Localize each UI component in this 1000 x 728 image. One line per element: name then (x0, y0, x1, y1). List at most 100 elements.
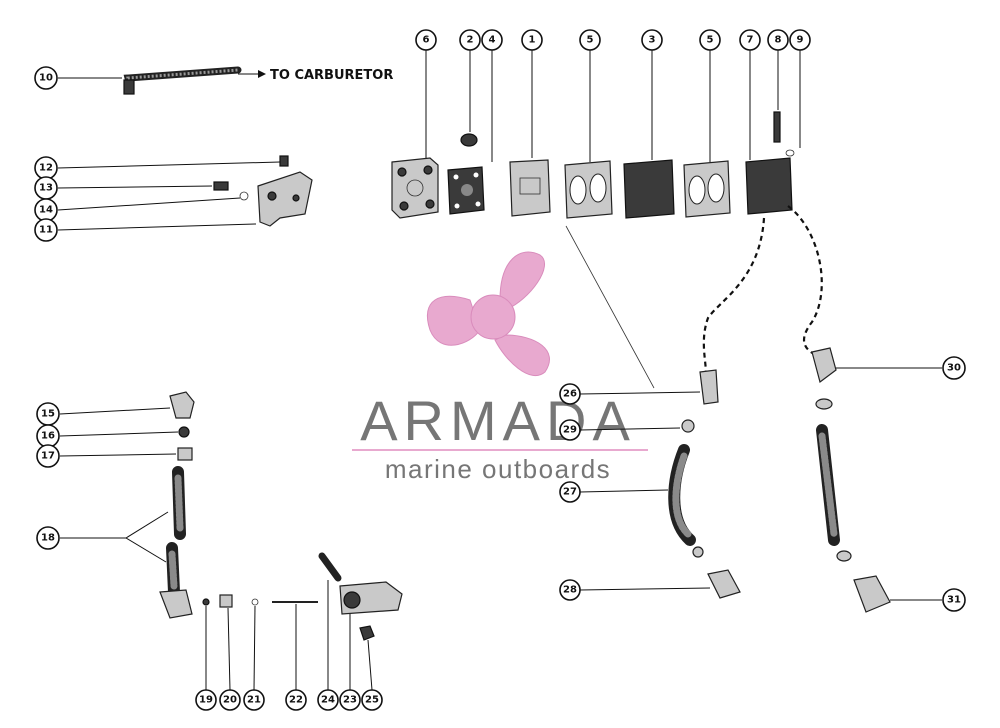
callout-16: 16 (36, 424, 60, 448)
callout-2: 2 (459, 29, 481, 51)
callout-21: 21 (243, 689, 265, 711)
clamp-29-part (681, 419, 695, 433)
brand-tagline: marine outboards (385, 454, 611, 484)
svg-text:10: 10 (39, 73, 53, 84)
elbow-18-part (159, 589, 193, 619)
svg-text:27: 27 (563, 487, 577, 498)
pump-plate-part (509, 159, 551, 217)
clamp-30-part (815, 398, 833, 410)
callout-19: 19 (195, 689, 217, 711)
callout-27: 27 (559, 481, 581, 503)
svg-text:26: 26 (563, 389, 577, 400)
callout-24: 24 (317, 689, 339, 711)
svg-text:11: 11 (39, 225, 53, 236)
svg-text:5: 5 (587, 35, 594, 46)
svg-text:18: 18 (41, 533, 55, 544)
svg-text:14: 14 (39, 205, 53, 216)
callout-1: 1 (521, 29, 543, 51)
fitting-17-part (177, 447, 193, 461)
diaphragm-part (623, 159, 675, 219)
callout-7: 7 (739, 29, 761, 51)
fitting-20-part (219, 594, 233, 608)
bolt-24-part (318, 552, 342, 582)
svg-text:8: 8 (775, 35, 782, 46)
propeller-icon (426, 251, 550, 377)
callout-5a: 5 (579, 29, 601, 51)
callout-23: 23 (339, 689, 361, 711)
carburetor-label: TO CARBURETOR (270, 68, 393, 83)
spring-part (773, 111, 781, 143)
callout-25: 25 (361, 689, 383, 711)
callout-28: 28 (559, 579, 581, 601)
svg-text:28: 28 (563, 585, 577, 596)
elbow-30-part (811, 347, 837, 384)
callout-30: 30 (942, 356, 966, 380)
mounting-bracket-part (213, 155, 313, 227)
elbow-31-part (853, 575, 891, 613)
svg-text:24: 24 (321, 695, 335, 706)
screw-12-part (279, 155, 289, 167)
svg-text:25: 25 (365, 695, 379, 706)
nut-16-part (178, 426, 190, 438)
callout-17: 17 (36, 444, 60, 468)
clamp-31-part (836, 550, 852, 562)
ring-19-part (202, 598, 210, 606)
callout-31: 31 (942, 588, 966, 612)
nut-25-part (359, 625, 375, 641)
svg-text:12: 12 (39, 163, 53, 174)
washer-21-part (251, 598, 259, 606)
lockwasher-14-part (239, 191, 249, 201)
callout-3: 3 (641, 29, 663, 51)
tee-fitting-26-part (699, 369, 719, 405)
diaphragm-gasket-part-a (564, 160, 613, 219)
svg-text:3: 3 (649, 35, 656, 46)
callout-15: 15 (36, 402, 60, 426)
svg-text:5: 5 (707, 35, 714, 46)
callout-4: 4 (481, 29, 503, 51)
callout-12: 12 (34, 156, 58, 180)
svg-text:2: 2 (467, 35, 474, 46)
svg-text:15: 15 (41, 409, 55, 420)
callout-26: 26 (559, 383, 581, 405)
svg-text:31: 31 (947, 595, 961, 606)
svg-text:30: 30 (947, 363, 961, 374)
screw-13-part (213, 181, 229, 191)
svg-text:19: 19 (199, 695, 213, 706)
clamp-27-part (692, 546, 704, 558)
callout-29: 29 (559, 419, 581, 441)
armada-logo: ARMADA marine outboards (352, 251, 648, 484)
callout-14: 14 (34, 198, 58, 222)
svg-text:22: 22 (289, 695, 303, 706)
callout-18: 18 (36, 526, 60, 550)
check-valve-part (460, 133, 478, 147)
right-fuel-lines (565, 205, 891, 613)
elbow-15-part (169, 391, 195, 419)
pump-body-part (391, 157, 439, 219)
svg-text:1: 1 (529, 35, 536, 46)
callout-9: 9 (789, 29, 811, 51)
leader-lines (57, 50, 942, 691)
svg-text:4: 4 (489, 35, 496, 46)
svg-text:23: 23 (343, 695, 357, 706)
brand-name: ARMADA (360, 389, 636, 452)
svg-text:21: 21 (247, 695, 261, 706)
svg-text:16: 16 (41, 431, 55, 442)
callout-10: 10 (34, 66, 58, 90)
washer-part (785, 149, 795, 157)
carburetor-fuel-line-part (123, 66, 266, 95)
svg-text:29: 29 (563, 425, 577, 436)
callout-20: 20 (219, 689, 241, 711)
svg-text:7: 7 (747, 35, 754, 46)
svg-text:6: 6 (423, 35, 430, 46)
pump-cover-part (745, 157, 793, 215)
callout-22: 22 (285, 689, 307, 711)
gasket-part-4 (447, 166, 485, 215)
diaphragm-gasket-part-b (683, 160, 731, 218)
callout-13: 13 (34, 176, 58, 200)
svg-text:9: 9 (797, 35, 804, 46)
left-fuel-fittings (159, 391, 403, 641)
svg-text:17: 17 (41, 451, 55, 462)
elbow-28-part (707, 569, 741, 599)
